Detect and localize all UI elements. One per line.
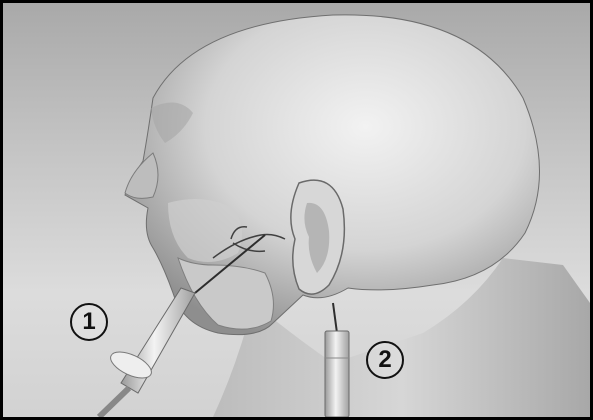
marker-2: 2 xyxy=(366,341,404,379)
syringe-2 xyxy=(325,303,349,417)
marker-1: 1 xyxy=(70,303,108,341)
nose xyxy=(125,153,158,198)
head-illustration xyxy=(3,3,590,417)
skull xyxy=(125,15,540,335)
